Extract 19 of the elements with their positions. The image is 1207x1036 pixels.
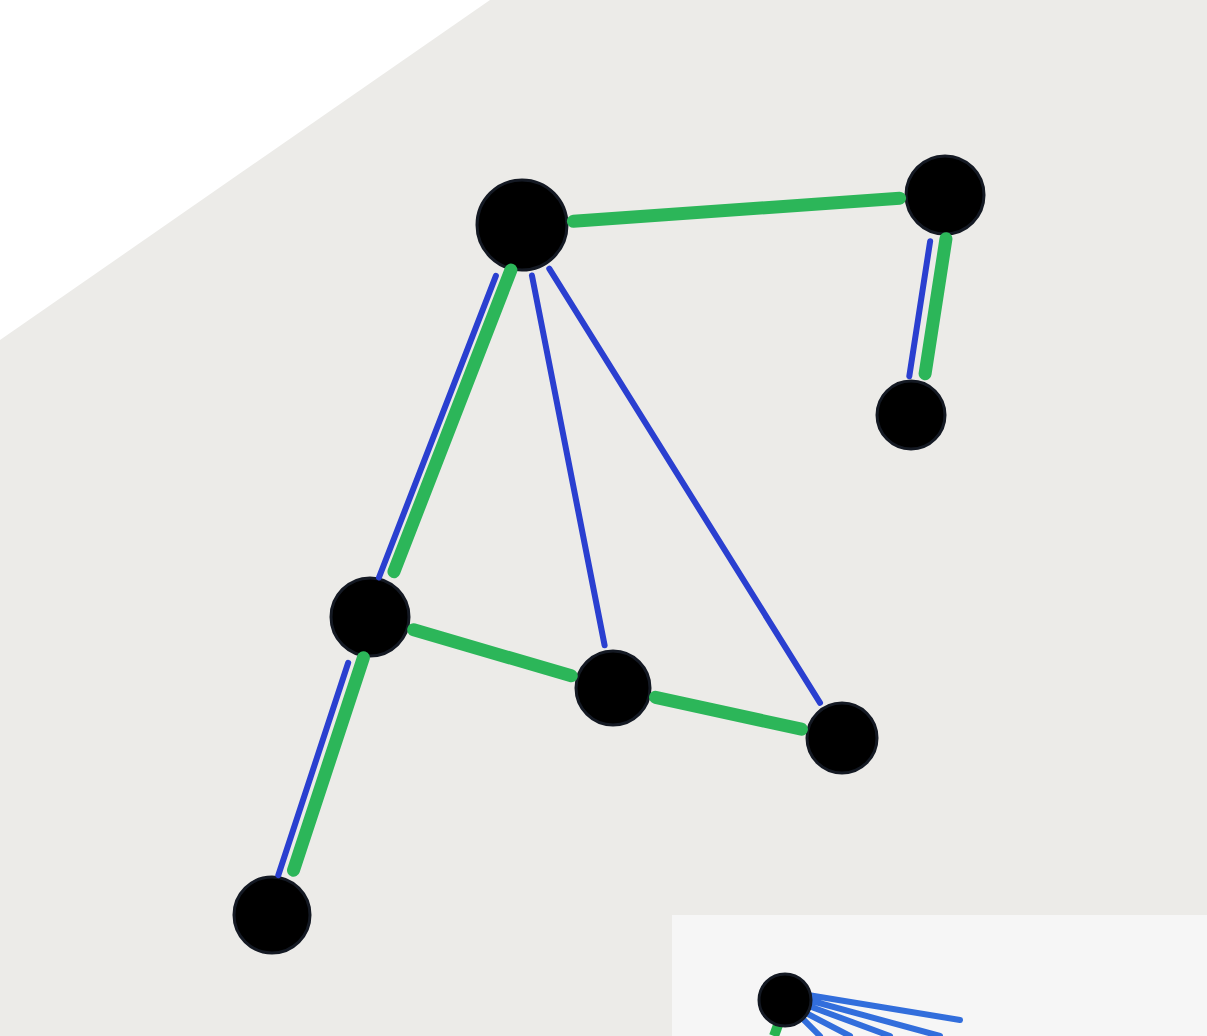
line	[375, 272, 499, 581]
line	[918, 232, 953, 381]
dot	[875, 379, 947, 451]
dot	[475, 178, 569, 272]
dot	[904, 154, 986, 236]
line	[906, 238, 934, 380]
line	[275, 659, 352, 879]
line	[566, 191, 907, 228]
dot	[329, 576, 411, 658]
line	[287, 651, 370, 877]
line	[387, 263, 518, 579]
line	[649, 690, 808, 736]
dot	[757, 972, 813, 1028]
line	[546, 265, 824, 706]
dot	[574, 649, 652, 727]
dot	[232, 875, 312, 955]
dot	[805, 701, 879, 775]
line	[528, 272, 608, 649]
line	[407, 623, 578, 683]
